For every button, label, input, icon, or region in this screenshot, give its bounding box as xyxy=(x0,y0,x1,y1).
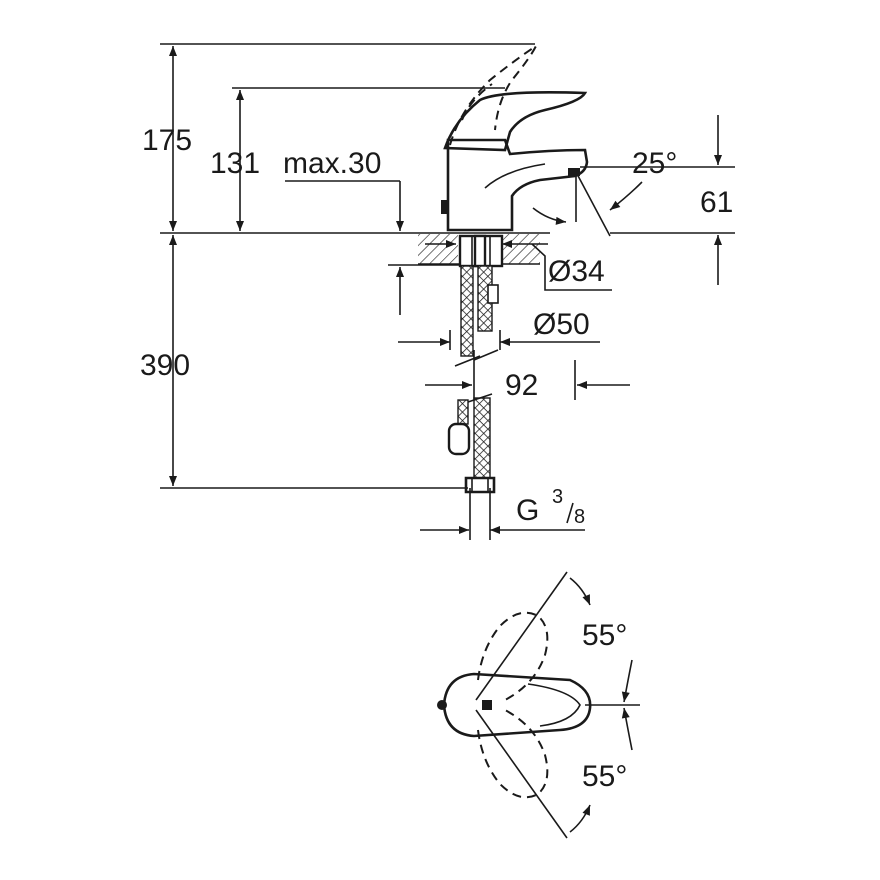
dim-61-label: 61 xyxy=(700,186,733,219)
dim-g-numerator: 3 xyxy=(552,486,563,508)
pop-up-rod-knob xyxy=(441,200,448,214)
faucet-body-outline xyxy=(446,138,589,232)
dim-g-fraction-slash xyxy=(566,502,574,524)
lever-pivot-dot xyxy=(437,700,447,710)
hose-break-right xyxy=(473,349,499,361)
angle-leader-25 xyxy=(609,181,643,211)
lever-handle xyxy=(443,91,588,152)
hose-left-upper xyxy=(460,265,474,357)
fitting-nut xyxy=(487,284,499,304)
top-axis-upper xyxy=(475,571,568,701)
lever-raised-phantom-inner xyxy=(461,83,493,121)
angle-arc-left xyxy=(532,207,567,225)
dim-angle-25-label: 25° xyxy=(632,147,677,180)
angle-arc-upper-1 xyxy=(569,577,591,606)
hose-lower xyxy=(473,397,491,479)
dim-131-label: 131 xyxy=(210,147,260,180)
pop-up-weight xyxy=(447,422,471,456)
angle-arc-lower-1 xyxy=(621,707,633,751)
counter-hatch-left xyxy=(418,234,458,264)
dim-angle-55-lower: 55° xyxy=(582,760,627,793)
dim-d50-label: Ø50 xyxy=(533,308,590,341)
dim-angle-55-upper: 55° xyxy=(582,619,627,652)
lever-top-mark xyxy=(482,700,492,710)
lever-left-phantom xyxy=(477,611,549,701)
dim-g-denominator: 8 xyxy=(574,506,585,528)
threaded-rod xyxy=(473,234,487,268)
counter-hatch-right xyxy=(500,234,540,264)
lever-raised-phantom xyxy=(449,43,539,146)
hose-end-fitting xyxy=(464,476,496,494)
angle-arc-upper-2 xyxy=(621,659,633,703)
mounting-assembly xyxy=(458,234,504,268)
lever-top-inner xyxy=(527,683,581,727)
aerator xyxy=(568,168,580,176)
top-view: 55° 55° xyxy=(437,571,640,839)
angle-arc-lower-2 xyxy=(569,804,591,833)
faucet-body xyxy=(441,138,589,232)
dim-g-label: G xyxy=(516,494,539,527)
supply-hoses xyxy=(447,265,499,494)
dim-390-label: 390 xyxy=(140,349,190,382)
top-axis-lower xyxy=(475,709,568,839)
spout-axis-line xyxy=(575,171,611,237)
dim-max30-label: max.30 xyxy=(283,147,381,180)
faucet-body-detail xyxy=(484,163,546,189)
lever-top-solid xyxy=(442,672,592,738)
dim-92-label: 92 xyxy=(505,369,538,402)
side-view: 175 131 max.30 390 61 25° Ø34 Ø50 xyxy=(140,43,735,540)
hose-left-lower xyxy=(457,399,469,425)
dim-175-label: 175 xyxy=(142,124,192,157)
countertop-section xyxy=(418,234,540,265)
dim-d34-label: Ø34 xyxy=(548,255,605,288)
hose-break-left xyxy=(454,355,481,367)
lever-right-phantom xyxy=(477,709,549,799)
